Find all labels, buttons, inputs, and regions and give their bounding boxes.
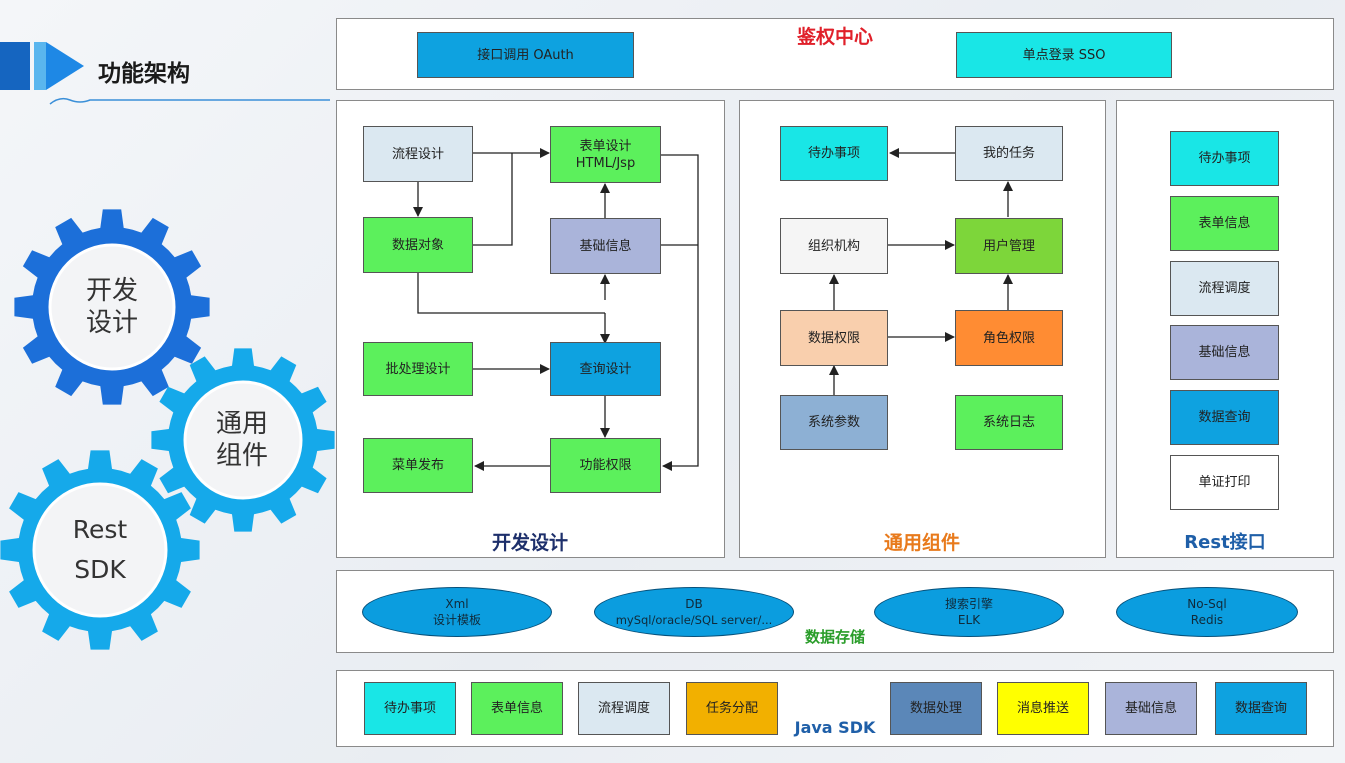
gear-dev-center xyxy=(48,243,176,371)
rest-item: 流程调度 xyxy=(1170,261,1279,316)
sdk-item: 基础信息 xyxy=(1105,682,1197,735)
common-panel-title: 通用组件 xyxy=(883,532,960,554)
rest-item: 单证打印 xyxy=(1170,455,1279,510)
header-arrow xyxy=(46,42,84,90)
sdk-item: 任务分配 xyxy=(686,682,778,735)
dev-query-design: 查询设计 xyxy=(550,342,661,396)
common-role-perm: 角色权限 xyxy=(955,310,1063,366)
common-org: 组织机构 xyxy=(780,218,888,274)
dev-base-info: 基础信息 xyxy=(550,218,661,274)
auth-oauth-box: 接口调用 OAuth xyxy=(417,32,634,78)
rest-item: 表单信息 xyxy=(1170,196,1279,251)
dev-data-object: 数据对象 xyxy=(363,217,473,273)
sdk-item: 待办事项 xyxy=(364,682,456,735)
header-marker xyxy=(0,42,30,90)
auth-title: 鉴权中心 xyxy=(796,26,873,48)
sdk-title: Java SDK xyxy=(794,718,876,737)
sdk-item: 消息推送 xyxy=(997,682,1089,735)
sdk-item: 表单信息 xyxy=(471,682,563,735)
rest-item: 数据查询 xyxy=(1170,390,1279,445)
gear-rest-center xyxy=(32,482,168,618)
gear-label-common: 通用组件 xyxy=(215,409,268,471)
gear-label-dev: 开发设计 xyxy=(85,276,138,338)
rest-panel-title: Rest接口 xyxy=(1184,532,1266,553)
gear-common-center xyxy=(183,380,303,500)
common-todo: 待办事项 xyxy=(780,126,888,181)
storage-title: 数据存储 xyxy=(804,628,865,646)
header-marker-light xyxy=(34,42,46,90)
dev-menu-publish: 菜单发布 xyxy=(363,438,473,493)
common-user-mgmt: 用户管理 xyxy=(955,218,1063,274)
sdk-item: 流程调度 xyxy=(578,682,670,735)
page-title: 功能架构 xyxy=(98,61,190,87)
dev-func-perm: 功能权限 xyxy=(550,438,661,493)
sdk-item: 数据查询 xyxy=(1215,682,1307,735)
gears xyxy=(0,209,335,650)
rest-item: 待办事项 xyxy=(1170,131,1279,186)
rest-item: 基础信息 xyxy=(1170,325,1279,380)
common-sys-log: 系统日志 xyxy=(955,395,1063,450)
dev-panel-title: 开发设计 xyxy=(491,532,568,554)
auth-sso-box: 单点登录 SSO xyxy=(956,32,1172,78)
dev-batch-design: 批处理设计 xyxy=(363,342,473,396)
dev-flow-design: 流程设计 xyxy=(363,126,473,182)
common-sys-param: 系统参数 xyxy=(780,395,888,450)
sdk-item: 数据处理 xyxy=(890,682,982,735)
common-my-task: 我的任务 xyxy=(955,126,1063,181)
common-data-perm: 数据权限 xyxy=(780,310,888,366)
